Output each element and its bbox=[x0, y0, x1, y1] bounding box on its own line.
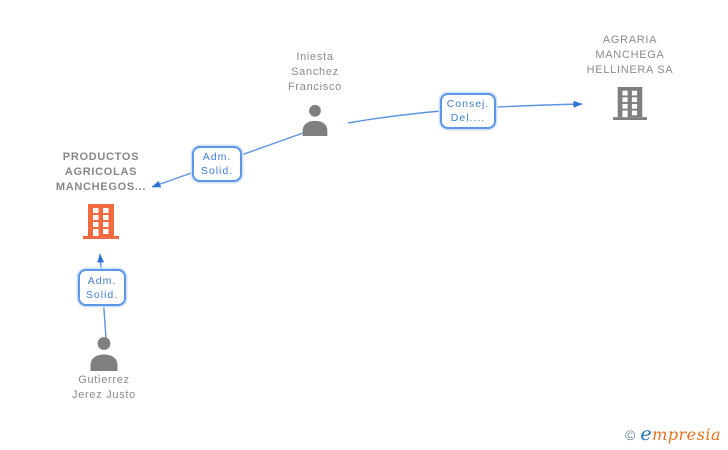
person-icon bbox=[302, 104, 328, 136]
node-agraria-manchega-hellinera[interactable]: AGRARIA MANCHEGA HELLINERA SA bbox=[565, 33, 695, 120]
node-label: Iniesta Sanchez Francisco bbox=[288, 51, 342, 93]
edge-label-adm-solid-2[interactable]: Adm. Solid. bbox=[78, 269, 126, 306]
copyright-icon: © bbox=[625, 427, 636, 443]
brand-wordmark: empresia bbox=[640, 423, 721, 445]
node-label: AGRARIA MANCHEGA HELLINERA SA bbox=[586, 34, 674, 76]
node-gutierrez-jerez-justo[interactable]: Gutierrez Jerez Justo bbox=[39, 335, 169, 403]
edge-label-adm-solid-1[interactable]: Adm. Solid. bbox=[192, 146, 242, 182]
node-iniesta-sanchez-francisco[interactable]: Iniesta Sanchez Francisco bbox=[250, 50, 380, 136]
node-productos-agricolas-manchegos[interactable]: PRODUCTOS AGRICOLAS MANCHEGOS... bbox=[36, 150, 166, 239]
building-icon bbox=[613, 86, 647, 120]
building-icon-orange bbox=[83, 204, 119, 239]
edge-label-consej-del[interactable]: Consej. Del.... bbox=[440, 93, 496, 129]
person-icon bbox=[90, 337, 118, 371]
empresia-logo[interactable]: © empresia bbox=[625, 423, 721, 445]
node-label: PRODUCTOS AGRICOLAS MANCHEGOS... bbox=[55, 151, 147, 193]
node-label: Gutierrez Jerez Justo bbox=[72, 374, 136, 401]
